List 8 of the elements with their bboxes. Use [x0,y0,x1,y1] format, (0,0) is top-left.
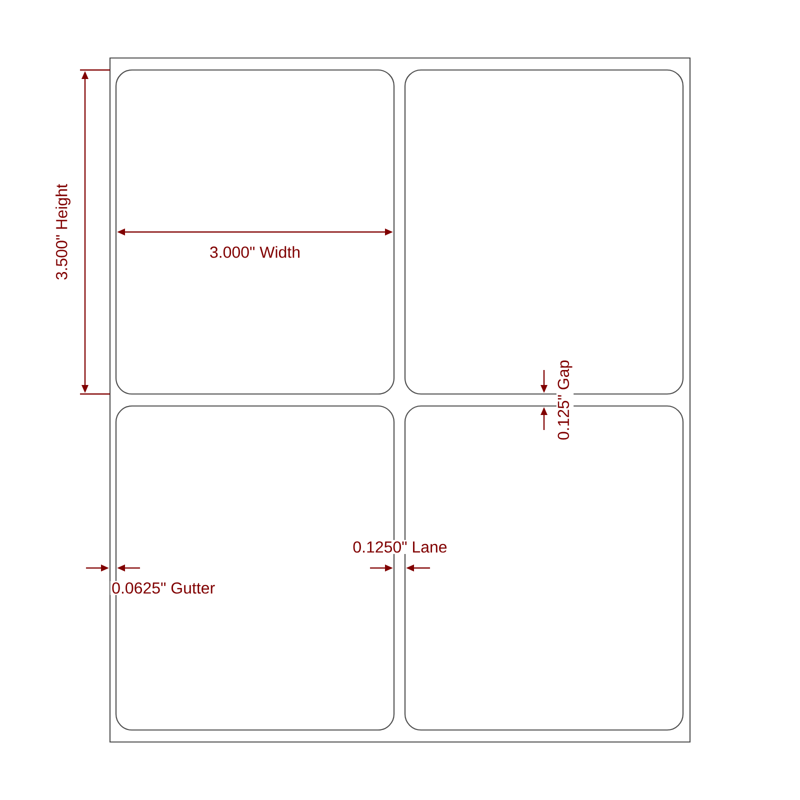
label-outline [115,69,395,395]
dimension-label: 0.125" Gap [556,358,574,442]
label-outline [404,69,684,395]
dimension-label: 0.1250" Lane [351,540,449,554]
dimension-label: 3.000" Width [208,244,302,260]
sheet [109,57,691,743]
dimension-label: 3.500" Height [54,182,72,282]
dimension-label: 0.0625" Gutter [110,581,216,595]
